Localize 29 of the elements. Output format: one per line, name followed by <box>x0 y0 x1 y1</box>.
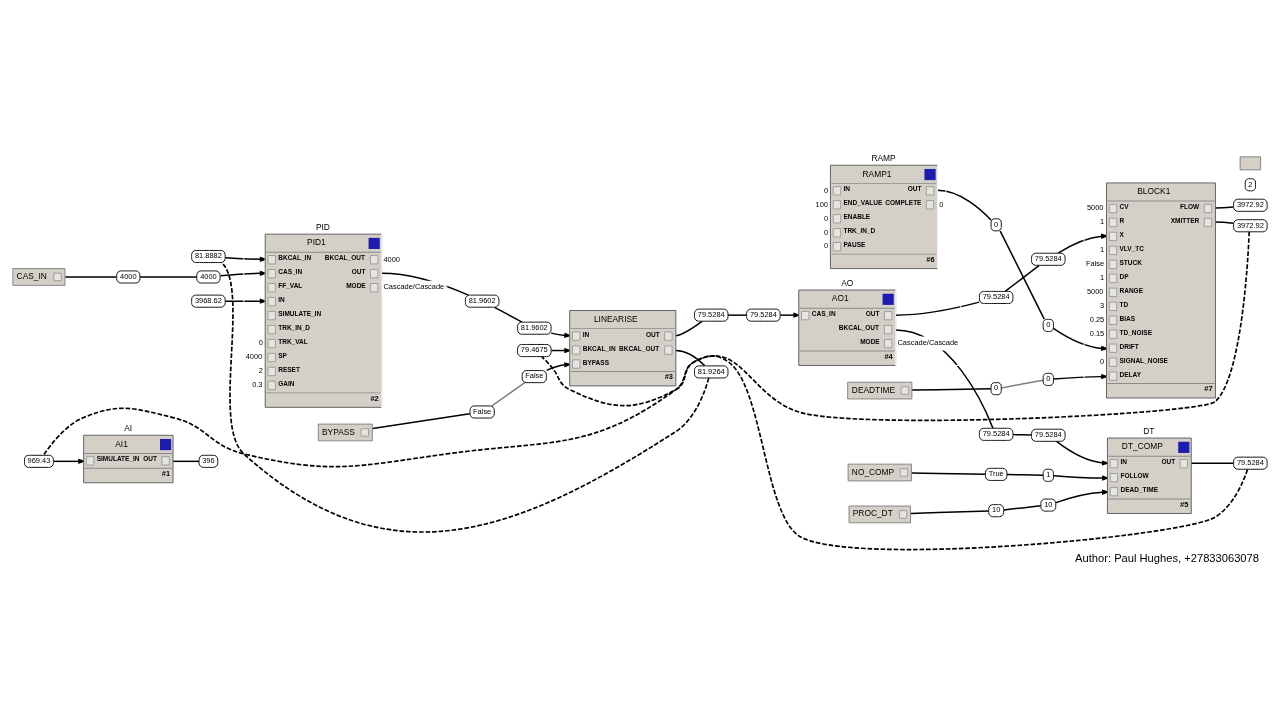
node-label: 0.15 <box>1089 328 1105 338</box>
node-label: 0.25 <box>1089 314 1105 324</box>
node-label: 1 <box>1099 216 1105 226</box>
node-label: 4000 <box>383 254 401 264</box>
node-label: 0.3 <box>252 379 263 389</box>
node-label: PID <box>315 221 330 232</box>
node-label: AO <box>841 277 854 288</box>
node-label: 4000 <box>245 351 263 361</box>
node-label: 100 <box>815 199 828 209</box>
node-label: 5000 <box>1086 286 1104 296</box>
node-label: AI <box>124 422 133 433</box>
node-label: 0 <box>939 199 944 209</box>
node-label: 0 <box>1099 356 1105 366</box>
node-label: 1 <box>1099 244 1105 254</box>
node-label: RAMP <box>871 152 896 163</box>
node-label: 3 <box>1099 300 1105 310</box>
node-label: 0 <box>823 227 829 236</box>
node-label: 0 <box>258 337 263 347</box>
node-label: 1 <box>1099 272 1105 282</box>
node-label: 0 <box>823 185 829 195</box>
node-label: 2 <box>258 365 263 375</box>
node-label: Cascade/Cascade <box>897 337 959 347</box>
node-label: False <box>1086 258 1105 268</box>
caption: Author: Paul Hughes, +27833063078 <box>1075 551 1259 564</box>
node-label: 0 <box>823 240 829 250</box>
node-label: 5000 <box>1086 202 1104 212</box>
node-label: Cascade/Cascade <box>383 281 445 291</box>
node-label: DT <box>1143 425 1155 436</box>
node-label: 0 <box>823 213 829 223</box>
